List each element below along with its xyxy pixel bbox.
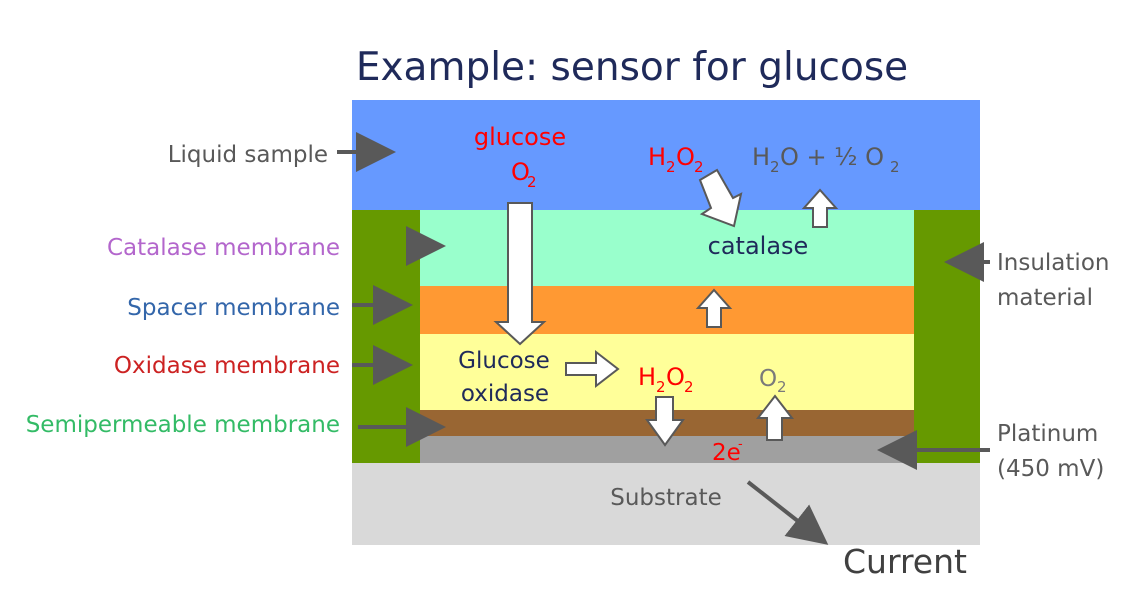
svg-text:2: 2 bbox=[527, 173, 537, 191]
svg-text:2: 2 bbox=[656, 378, 666, 396]
svg-text:O: O bbox=[511, 158, 530, 186]
arrow-glucose-down bbox=[493, 202, 547, 346]
svg-text:2: 2 bbox=[666, 158, 676, 176]
label-current: Current bbox=[843, 542, 967, 581]
spacer-membrane-layer bbox=[420, 286, 914, 334]
label-catalase-membrane: Catalase membrane bbox=[107, 235, 340, 261]
arrow-h2o2-down-catalase bbox=[698, 168, 743, 228]
arrow-o2-up bbox=[755, 394, 795, 441]
svg-text:-: - bbox=[738, 437, 743, 452]
liquid-sample-layer bbox=[352, 100, 980, 210]
arrow-h2o2-down-platinum bbox=[645, 396, 685, 447]
label-semipermeable-membrane: Semipermeable membrane bbox=[26, 412, 340, 438]
label-spacer-membrane: Spacer membrane bbox=[127, 295, 340, 321]
svg-text:H: H bbox=[752, 143, 770, 171]
insulation-right bbox=[914, 210, 980, 463]
label-insulation-line2: material bbox=[997, 285, 1093, 311]
arrow-glucose-oxidase-right bbox=[565, 349, 620, 389]
chem-h2o2-mid: H 2 O 2 bbox=[638, 363, 694, 396]
chem-2e: 2e - bbox=[712, 437, 743, 466]
substrate-layer bbox=[352, 463, 980, 545]
svg-text:2: 2 bbox=[770, 158, 780, 176]
chem-glucose-oxidase-line1: Glucose bbox=[458, 348, 550, 374]
arrow-spacer-up bbox=[695, 288, 733, 328]
chem-o2-mid: O 2 bbox=[759, 366, 787, 396]
label-substrate: Substrate bbox=[610, 485, 722, 511]
chem-glucose-oxidase-line2: oxidase bbox=[461, 381, 549, 407]
chem-h2o2-top: H 2 O 2 bbox=[648, 143, 704, 176]
svg-text:2: 2 bbox=[777, 378, 787, 396]
svg-text:O: O bbox=[759, 366, 777, 392]
label-platinum-line2: (450 mV) bbox=[997, 456, 1104, 482]
svg-text:H: H bbox=[648, 143, 666, 171]
page-title: Example: sensor for glucose bbox=[356, 45, 908, 90]
arrow-current bbox=[746, 480, 829, 545]
svg-text:O + ½ O: O + ½ O bbox=[780, 143, 884, 171]
label-platinum-line1: Platinum bbox=[997, 421, 1098, 447]
svg-text:2: 2 bbox=[684, 378, 694, 396]
svg-text:2e: 2e bbox=[712, 440, 741, 466]
chem-glucose-top: glucose bbox=[474, 123, 566, 151]
chem-o2-top: O 2 bbox=[511, 158, 537, 191]
svg-text:O: O bbox=[676, 143, 695, 171]
svg-text:H: H bbox=[638, 363, 656, 391]
label-insulation-line1: Insulation bbox=[997, 250, 1109, 276]
svg-text:O: O bbox=[666, 363, 685, 391]
chem-h2o-half-o2: H 2 O + ½ O 2 bbox=[752, 143, 900, 176]
label-liquid-sample: Liquid sample bbox=[168, 142, 328, 168]
svg-text:2: 2 bbox=[890, 158, 900, 176]
svg-text:2: 2 bbox=[694, 158, 704, 176]
arrow-catalase-up bbox=[801, 188, 839, 228]
label-oxidase-membrane: Oxidase membrane bbox=[114, 353, 340, 379]
catalase-membrane-layer bbox=[420, 210, 914, 286]
chem-catalase: catalase bbox=[708, 232, 809, 260]
